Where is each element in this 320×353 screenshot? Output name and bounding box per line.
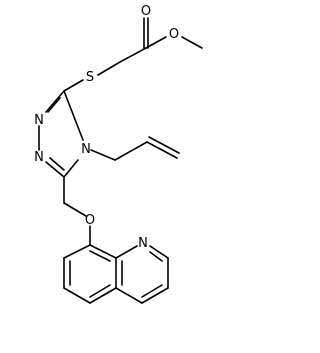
- bond-c5-c6: [63, 287, 91, 304]
- bond-allyl-double-2: [148, 136, 180, 154]
- bond-n4-c3: [63, 90, 84, 141]
- bond-methyl-o: [181, 36, 203, 49]
- bond-phenyl-inner-2: [89, 284, 111, 298]
- bond-c3-c4: [141, 287, 169, 304]
- atom-label-ester-carbonyl-o: O: [141, 4, 151, 19]
- bond-carbonyl-ch2: [119, 47, 147, 63]
- bond-n1-c5: [45, 161, 65, 178]
- bond-allyl-double-1: [146, 141, 178, 159]
- bond-c7-c8: [63, 244, 91, 259]
- bond-phenyl-inner-1: [89, 250, 111, 262]
- molecule-diagram: O O S N N N O N: [34, 4, 203, 304]
- atom-label-thioether-s: S: [86, 70, 94, 85]
- bond-o-carbonyl: [145, 36, 167, 49]
- atom-label-ether-o: O: [85, 213, 95, 228]
- bond-ch2-s: [97, 61, 121, 76]
- bond-n4-ch2: [90, 149, 116, 161]
- bond-n1-c2: [149, 245, 169, 259]
- bond-c8a-n1: [115, 245, 138, 259]
- atom-label-ester-o: O: [169, 27, 179, 42]
- atom-label-triazole-n4: N: [81, 142, 91, 157]
- molecule-svg: O O S N N N O N: [34, 4, 203, 304]
- bond-n1-c5-inner: [49, 157, 65, 171]
- bond-pyridine-inner-2: [141, 284, 163, 298]
- bond-ch2-o: [63, 202, 87, 217]
- atom-label-triazole-n1: N: [34, 150, 44, 165]
- bond-allyl-ch2-ch: [114, 141, 148, 161]
- bond-c4-c4a: [115, 287, 143, 304]
- bond-c5-n4: [63, 159, 79, 178]
- bond-c8-c8a: [89, 244, 117, 259]
- bond-c4a-c5: [89, 287, 117, 304]
- bond-c3-n2-inner: [47, 97, 61, 113]
- atom-label-quinoline-n: N: [138, 236, 148, 251]
- atom-label-triazole-n2: N: [34, 113, 44, 128]
- bond-s-c3: [63, 79, 84, 92]
- bond-pyridine-inner-1: [149, 251, 163, 262]
- bond-c3-n2: [45, 90, 65, 113]
